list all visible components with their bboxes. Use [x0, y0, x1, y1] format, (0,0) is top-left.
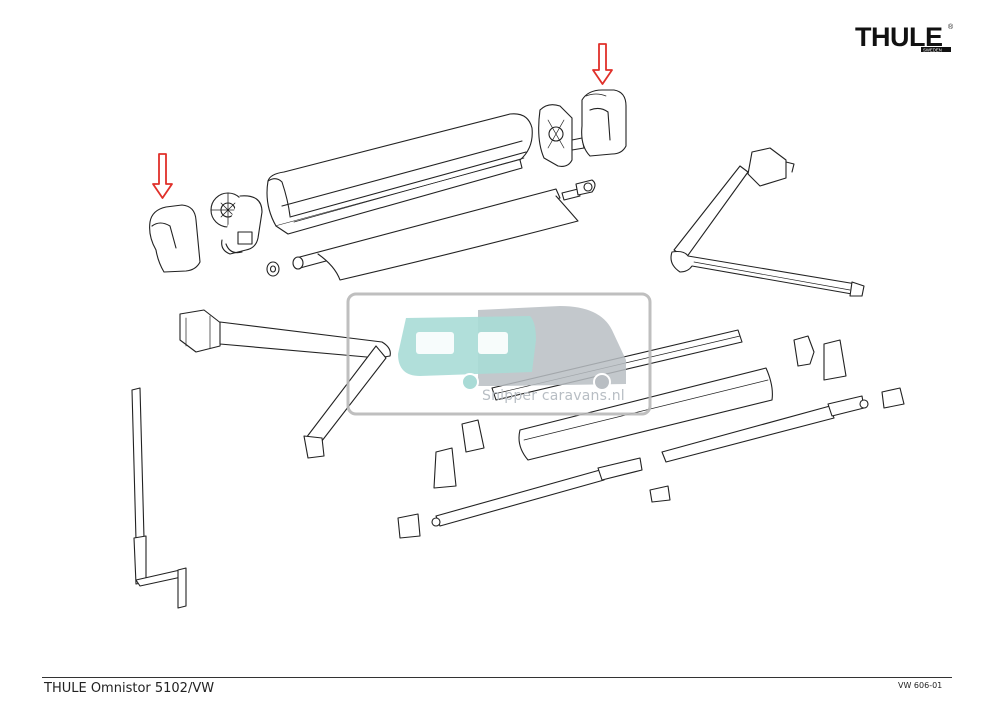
down-arrow-icon — [592, 43, 613, 85]
left-bushing — [266, 261, 280, 277]
telescopic-support-right — [661, 395, 869, 463]
watermark-logo — [346, 292, 652, 416]
left-folding-arm — [179, 309, 391, 459]
cassette-housing — [266, 113, 533, 235]
footer-divider — [42, 677, 952, 678]
registered-mark: ® — [948, 23, 954, 31]
thule-logo: THULE SWEDEN ® — [855, 22, 954, 52]
right-mounting-bracket — [793, 335, 905, 409]
left-mounting-bracket — [397, 419, 485, 539]
footer-code: VW 606-01 — [898, 681, 943, 690]
right-folding-arm — [670, 147, 865, 297]
right-end-cap — [581, 89, 627, 157]
crank-handle — [131, 387, 187, 609]
down-arrow-icon — [152, 153, 173, 199]
telescopic-support-left — [431, 457, 671, 527]
thule-logo-subtext: SWEDEN — [923, 47, 942, 52]
right-drive-unit — [538, 104, 585, 167]
left-drive-unit — [210, 192, 263, 255]
watermark-text: Snipper caravans.nl — [482, 388, 625, 404]
footer-title: THULE Omnistor 5102/VW — [44, 681, 215, 696]
roller-tube-with-fabric — [292, 179, 596, 281]
left-end-cap — [149, 204, 201, 273]
